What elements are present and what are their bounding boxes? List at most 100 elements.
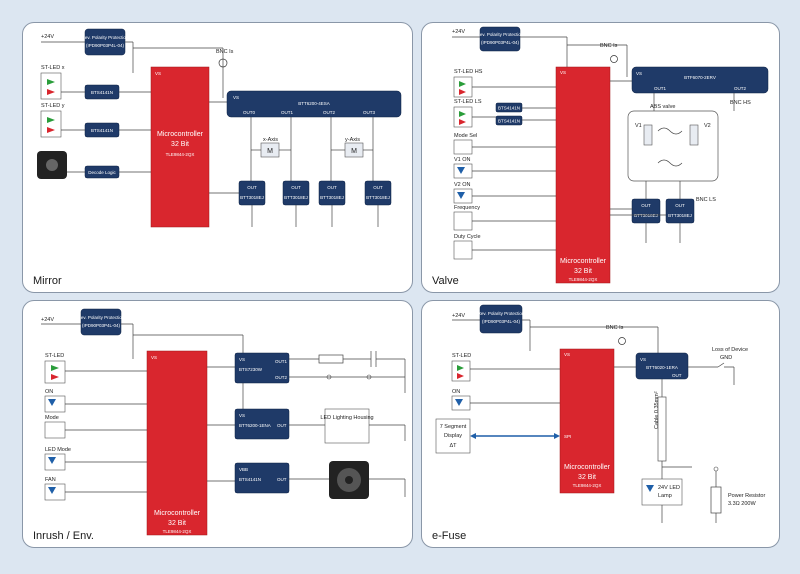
out3-label: OUT3 xyxy=(363,110,375,115)
bts41-out: OUT xyxy=(277,477,287,482)
bts7-out2: OUT2 xyxy=(275,375,287,380)
y-motor-label: M xyxy=(351,148,357,155)
power-resistor-label: Power Resistor xyxy=(728,493,765,499)
bts-b-label: BTS4141N xyxy=(91,128,113,133)
btt62-out: OUT xyxy=(277,423,287,428)
on-label: ON xyxy=(45,389,53,395)
btt3018-3-out: OUT xyxy=(327,185,337,190)
btt6200-4esa-block xyxy=(226,90,402,118)
microcontroller-block xyxy=(559,348,615,494)
rpp-label: Rev. Polarity Protection xyxy=(78,315,125,320)
btt3018-row: OUT BTT3018EJ OUT BTT3018EJ OUT BTT3018E… xyxy=(238,180,392,206)
mcu-vs-pin: VS xyxy=(560,70,566,75)
on-switch-icon xyxy=(44,395,66,413)
mirror-diagram: +24V Rev. Polarity Protection (IPD90P03P… xyxy=(37,28,402,228)
stled-label: ST-LED xyxy=(452,353,471,359)
fan-switch-icon xyxy=(44,483,66,501)
mode-label: Mode xyxy=(45,415,59,421)
stled-ls-icon xyxy=(453,106,473,128)
mcu-part: TLE9844-2QX xyxy=(569,277,598,282)
abs-valve-label: ABS valve xyxy=(650,104,675,110)
mcu-vs-pin: VS xyxy=(155,71,161,76)
rpp-label: Rev. Polarity Protection xyxy=(478,311,525,316)
bnc-label: BNC Is xyxy=(606,325,624,331)
on-label: ON xyxy=(452,389,460,395)
stled-icon xyxy=(44,360,66,384)
bts7-out1: OUT1 xyxy=(275,359,287,364)
rev-polarity-block xyxy=(84,28,126,56)
microcontroller-block xyxy=(146,350,208,536)
panel-title-inrush: Inrush / Env. xyxy=(33,530,94,542)
decode-label: Decode Logic xyxy=(88,170,116,175)
btt-vs-pin: VS xyxy=(640,357,646,362)
efuse-diagram: +24V Rev. Polarity Protection (IPD90P03P… xyxy=(435,304,765,523)
supply-label: +24V xyxy=(41,34,54,40)
valve-diagram: +24V Rev. Polarity Protection (IPD90P03P… xyxy=(452,26,769,284)
rev-polarity-block xyxy=(80,308,122,336)
supply-label: +24V xyxy=(452,29,465,35)
stled-label: ST-LED xyxy=(45,353,64,359)
rpp-part: (IPD90P03P4L-04) xyxy=(82,323,121,328)
mode-sel-switch-icon xyxy=(453,139,473,155)
mcu-bits: 32 Bit xyxy=(574,268,592,275)
inrush-diagram: +24V Rev. Polarity Protection (IPD90P03P… xyxy=(41,308,406,536)
btt3018-1-out: OUT xyxy=(641,203,651,208)
supply-label: +24V xyxy=(452,313,465,319)
bts4141n-block-a xyxy=(495,102,523,113)
on-switch-icon xyxy=(451,395,471,411)
v2-on-label: V2 ON xyxy=(454,182,471,188)
rpp-part: (IPD90P03P4L-04) xyxy=(86,43,125,48)
bts-a-label: BTS4141N xyxy=(91,90,113,95)
seg-line1: 7 Segment xyxy=(440,424,467,430)
stled-hs-label: ST-LED HS xyxy=(454,69,483,75)
btf6070-block xyxy=(631,66,769,94)
x-axis-label: x-Axis xyxy=(263,137,278,143)
supply-label: +24V xyxy=(41,317,54,323)
rpp-part: (IPD90P03P4L-04) xyxy=(482,319,521,324)
btt3018-2-label: BTT3018EJ xyxy=(668,213,692,218)
mcu-spi-pin: SPI xyxy=(564,434,571,439)
bnc-connector-icon xyxy=(610,55,618,63)
panel-mirror: +24V Rev. Polarity Protection (IPD90P03P… xyxy=(22,22,413,293)
v1-on-icon xyxy=(453,163,473,179)
frequency-pot-icon xyxy=(453,211,473,231)
panel-title-mirror: Mirror xyxy=(33,275,62,287)
abs-valve-box xyxy=(627,110,719,182)
v2-label: V2 xyxy=(704,123,711,129)
bts4141n-block xyxy=(234,462,290,494)
panel-valve: +24V Rev. Polarity Protection (IPD90P03P… xyxy=(421,22,780,293)
stled-icon xyxy=(451,360,471,382)
bts41-vbb-pin: VBB xyxy=(239,467,248,472)
v1-coil-icon xyxy=(643,124,653,146)
bts7-label: BTS7230W xyxy=(239,367,263,372)
btt-label: BTT6020-1ERA xyxy=(646,365,678,370)
v2-coil-icon xyxy=(689,124,699,146)
rpp-part: (IPD90P03P4L-04) xyxy=(481,40,520,45)
seg-line2: Display xyxy=(444,433,462,439)
led-mode-icon xyxy=(44,453,66,471)
resistor-icon xyxy=(318,354,344,364)
cable-label: Cable 0.35mm² xyxy=(654,391,660,429)
stled-hs-icon xyxy=(453,76,473,98)
duty-cycle-label: Duty Cycle xyxy=(454,234,481,240)
mcu-label: Microcontroller xyxy=(560,258,607,265)
mcu-bits: 32 Bit xyxy=(168,520,186,527)
bts4141n-block-b xyxy=(495,115,523,126)
mcu-vs-pin: VS xyxy=(564,352,570,357)
stled-x-label: ST-LED x xyxy=(41,65,65,71)
btt3018-1-label: BTT3018EJ xyxy=(634,213,658,218)
mcu-bits: 32 Bit xyxy=(171,141,189,148)
out2-label: OUT2 xyxy=(323,110,335,115)
rev-polarity-block xyxy=(479,304,523,334)
btt3018-4-out: OUT xyxy=(373,185,383,190)
seven-segment-display xyxy=(435,418,471,454)
fan-label: FAN xyxy=(45,477,56,483)
mcu-label: Microcontroller xyxy=(564,464,611,471)
power-resistor-icon xyxy=(710,486,722,514)
mode-sel-label: Mode Sel xyxy=(454,133,477,139)
mcu-part: TLE9844-2QX xyxy=(166,152,195,157)
led-housing-box xyxy=(324,408,370,444)
stled-x-icon xyxy=(40,72,62,100)
y-axis-label: y-Axis xyxy=(345,137,360,143)
bnc-connector-icon xyxy=(618,337,626,345)
